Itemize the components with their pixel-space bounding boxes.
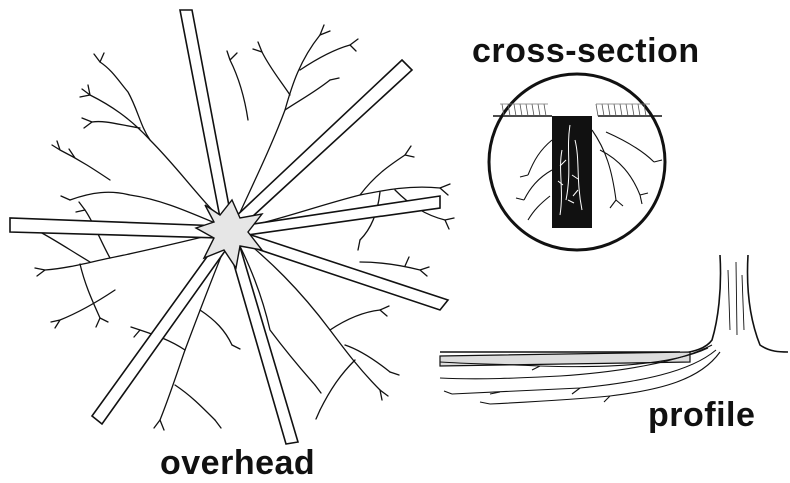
cross-section-label: cross-section — [472, 34, 700, 68]
trunk-bark-lines — [728, 262, 744, 335]
tree-trunk — [680, 255, 788, 354]
overhead-view — [10, 10, 454, 444]
cross-section-view — [489, 74, 665, 250]
trench-north — [180, 10, 232, 228]
trench-east — [240, 196, 440, 236]
trench-southwest — [92, 236, 230, 424]
trench-south — [228, 240, 298, 444]
profile-label: profile — [648, 398, 755, 432]
overhead-label: overhead — [160, 446, 315, 480]
trench-west — [10, 218, 222, 238]
profile-view — [440, 255, 788, 404]
trench-southeast — [236, 232, 448, 310]
trench-fill — [552, 116, 592, 228]
